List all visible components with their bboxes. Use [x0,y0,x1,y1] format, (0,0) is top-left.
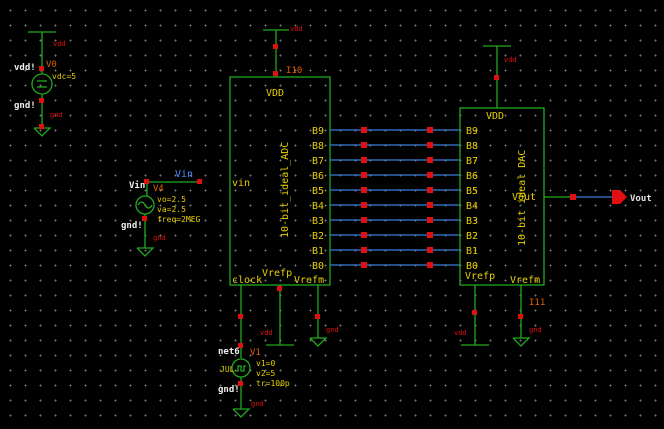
v0-gnd-label: gnd [50,111,63,119]
adc-pin-b6: B6 [312,171,324,182]
v4-net-bot: gnd! [121,221,143,231]
dac-pin-b8: B8 [466,141,478,152]
dac-pin-b9: B9 [466,126,478,137]
dac-block[interactable]: vdd VDD 10-bit ideal DAC Vout Vrefp Vref… [454,45,652,347]
dac-instance: I11 [529,298,545,308]
pulse-glyph: JUL [220,365,235,374]
v4-param-va: va=2.5 [157,205,186,214]
v0-vdc-source[interactable]: vdd vdd! V0 vdc=5 gnd! gnd [14,31,76,137]
dac-pin-b2: B2 [466,231,478,242]
adc-vrefp-pin: Vrefp [262,268,292,279]
adc-pin-b5: B5 [312,186,324,197]
dac-bit-labels: B9 B8 B7 B6 B5 B4 B3 B2 B1 B0 [466,126,478,272]
v4-instance: V4 [153,184,164,194]
adc-instance: I10 [286,66,302,76]
dac-vdd-pin: VDD [486,111,504,122]
adc-pin-b1: B1 [312,246,324,257]
adc-pin-b3: B3 [312,216,324,227]
adc-vin-pin: vin [232,178,250,189]
v1-gnd-label: gnd [251,400,264,408]
adc-name: 10-bit_ideal_ADC [280,142,291,238]
v1-instance: V1 [250,348,261,358]
adc-pin-b2: B2 [312,231,324,242]
v4-param-freq: freq=2MEG [157,215,201,224]
dac-pin-b3: B3 [466,216,478,227]
v0-net-top: vdd! [14,63,36,73]
dac-vdd-net: vdd [504,56,517,64]
dac-pin-b7: B7 [466,156,478,167]
adc-pin-b0: B0 [312,261,324,272]
adc-vrefm-pin: Vrefm [294,275,324,286]
adc-vdd-pin: VDD [266,88,284,99]
dac-vout-pin: Vout [512,192,536,203]
v4-param-vo: vo=2.5 [157,195,186,204]
dac-vrefm-gnd: gnd [529,326,542,334]
adc-block[interactable]: vdd I10 VDD vin clock Vrefp Vrefm 10-bit… [229,25,339,347]
v0-net-bot: gnd! [14,101,36,111]
dac-pin-b1: B1 [466,246,478,257]
dac-pin-b5: B5 [466,186,478,197]
v4-sine-source[interactable]: Vin Vin V4 vo=2.5 va=2.5 freq=2MEG gnd! … [121,169,202,257]
dac-pin-b6: B6 [466,171,478,182]
v4-net-top: Vin [129,180,145,191]
dac-vrefm-pin: Vrefm [510,275,540,286]
v1-param-v1: v1=0 [256,359,275,368]
v0-instance: V0 [46,60,57,70]
adc-vdd-net: vdd [290,25,303,33]
adc-pin-b4: B4 [312,201,324,212]
adc-vrefm-gnd: gnd [326,326,339,334]
v4-gnd-label: gnd [153,234,166,242]
dac-vrefp-vdd: vdd [454,329,467,337]
v1-pulse-source[interactable]: net6 V1 v1=0 v2=5 tr=100p JUL gnd! gnd [218,285,290,418]
bit-bus[interactable] [330,127,460,268]
dac-vrefp-pin: Vrefp [465,271,495,282]
v1-param-tr: tr=100p [256,379,290,388]
vin-wire-label: Vin [175,169,193,180]
dac-pin-b0: B0 [466,261,478,272]
adc-pin-b8: B8 [312,141,324,152]
adc-pin-b7: B7 [312,156,324,167]
v0-top-net-label: vdd [53,40,66,48]
vout-port-label: Vout [630,194,652,204]
v1-net-bot: gnd! [218,385,240,395]
adc-vrefp-vdd: vdd [260,329,273,337]
adc-bit-labels: B9 B8 B7 B6 B5 B4 B3 B2 B1 B0 [312,126,324,272]
v1-param-v2: v2=5 [256,369,275,378]
adc-clock-pin: clock [232,275,262,286]
adc-pin-b9: B9 [312,126,324,137]
v1-net-top: net6 [218,347,240,357]
dac-name: 10-bit ideal DAC [517,150,528,246]
dac-pin-b4: B4 [466,201,478,212]
vout-port-icon[interactable] [612,190,627,204]
v0-param: vdc=5 [52,72,76,81]
